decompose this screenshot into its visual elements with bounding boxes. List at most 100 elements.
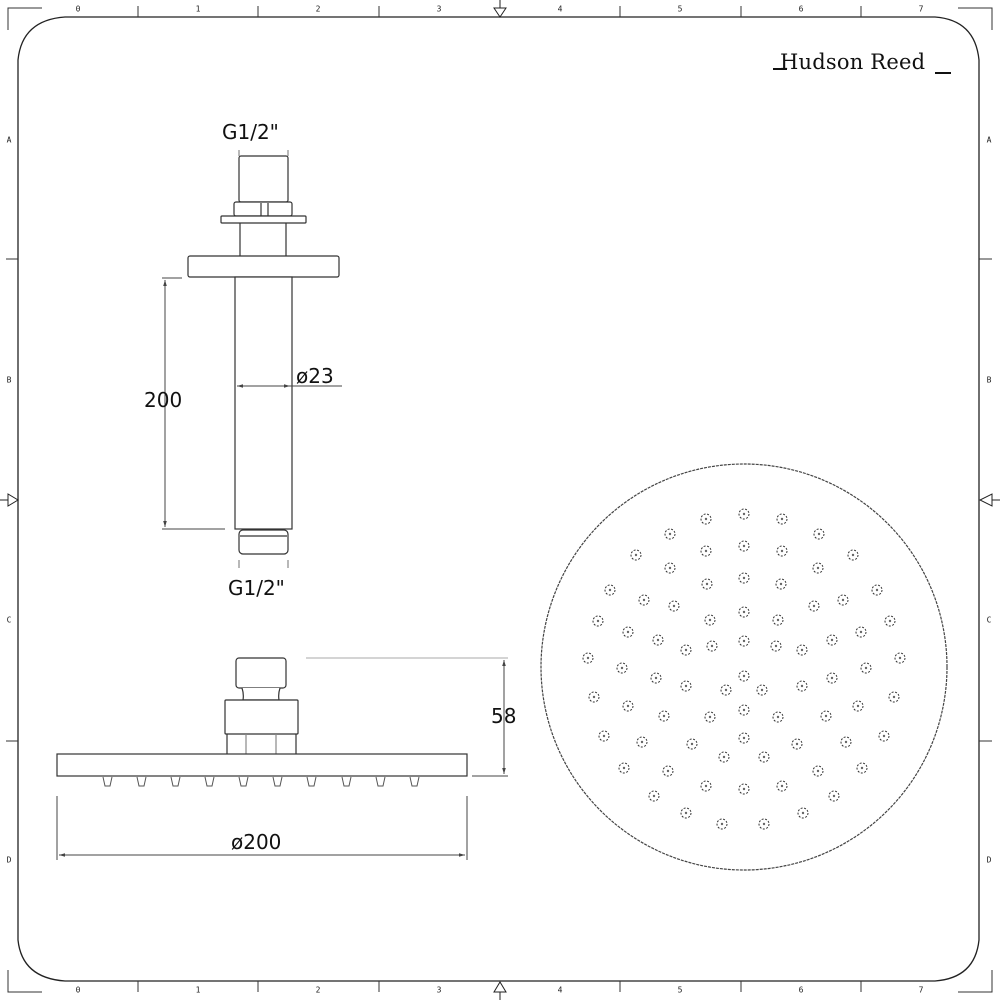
nozzle-icon: [680, 644, 692, 656]
nozzle-icon: [704, 614, 716, 626]
nozzle-icon: [664, 528, 676, 540]
nozzle-icon: [772, 711, 784, 723]
nozzle-icon: [826, 672, 838, 684]
nozzle-icon: [791, 738, 803, 750]
nozzle-icon: [738, 670, 750, 682]
nozzle-icon: [720, 684, 732, 696]
ruler-col-label: 4: [557, 4, 563, 14]
nozzle-icon: [776, 513, 788, 525]
ruler-ticks: [6, 6, 992, 992]
nozzle-icon: [776, 780, 788, 792]
ruler-col-label: 3: [436, 985, 442, 995]
ruler-col-label: 0: [75, 4, 81, 14]
ruler-col-label: 0: [75, 985, 81, 995]
ruler-row-label: B: [986, 375, 992, 385]
nozzle-icon: [820, 710, 832, 722]
nozzle-icon: [758, 751, 770, 763]
nozzle-icon: [680, 807, 692, 819]
nozzle-icon: [812, 765, 824, 777]
shower-arm-view: [187, 150, 340, 568]
nozzle-icon: [650, 672, 662, 684]
nozzle-icon: [812, 562, 824, 574]
nozzle-icon: [658, 710, 670, 722]
ruler-col-label: 2: [315, 4, 321, 14]
nozzle-icon: [828, 790, 840, 802]
nozzle-icon: [668, 600, 680, 612]
arm-dimension-lines: [162, 277, 342, 530]
nozzle-icon: [871, 584, 883, 596]
ruler-col-label: 6: [798, 4, 804, 14]
ruler-col-label: 6: [798, 985, 804, 995]
nozzle-icon: [797, 807, 809, 819]
nozzle-icon: [772, 614, 784, 626]
nozzle-icon: [592, 615, 604, 627]
ruler-col-label: 7: [918, 4, 924, 14]
drawing-border: [17, 16, 980, 982]
brand-logo: Hudson Reed: [780, 50, 925, 74]
nozzle-icon: [701, 578, 713, 590]
ruler-row-label: C: [6, 615, 12, 625]
ruler-row-label: C: [986, 615, 992, 625]
nozzle-icon: [852, 700, 864, 712]
nozzle-icon: [652, 634, 664, 646]
nozzle-icon: [847, 549, 859, 561]
nozzle-icon: [704, 711, 716, 723]
nozzle-icon: [894, 652, 906, 664]
nozzle-icon: [837, 594, 849, 606]
nozzle-icon: [770, 640, 782, 652]
side-view-nozzles: [102, 776, 420, 787]
nozzle-icon: [738, 508, 750, 520]
ruler-col-label: 2: [315, 985, 321, 995]
ruler-col-label: 1: [195, 4, 201, 14]
ruler-row-label: A: [6, 135, 12, 145]
nozzle-icon: [598, 730, 610, 742]
nozzle-grid: [582, 508, 906, 830]
ruler-col-label: 7: [918, 985, 924, 995]
ruler-col-label: 5: [677, 985, 683, 995]
ruler-row-label: B: [6, 375, 12, 385]
nozzle-icon: [686, 738, 698, 750]
nozzle-icon: [664, 562, 676, 574]
nozzle-icon: [856, 762, 868, 774]
nozzle-icon: [738, 540, 750, 552]
nozzle-icon: [718, 751, 730, 763]
nozzle-icon: [776, 545, 788, 557]
nozzle-icon: [638, 594, 650, 606]
nozzle-icon: [706, 640, 718, 652]
arm-length-label: 200: [144, 388, 183, 412]
nozzle-icon: [622, 626, 634, 638]
brand-logo-underline: [773, 68, 787, 70]
nozzle-icon: [796, 680, 808, 692]
ruler-col-label: 5: [677, 4, 683, 14]
brand-name: Hudson Reed: [780, 50, 926, 74]
brand-logo-underline-end: [935, 72, 951, 74]
nozzle-icon: [860, 662, 872, 674]
ruler-col-label: 4: [557, 985, 563, 995]
ruler-row-label: D: [6, 855, 12, 865]
nozzle-icon: [884, 615, 896, 627]
nozzle-icon: [738, 606, 750, 618]
nozzle-icon: [756, 684, 768, 696]
nozzle-icon: [716, 818, 728, 830]
nozzle-icon: [758, 818, 770, 830]
nozzle-icon: [582, 652, 594, 664]
nozzle-icon: [796, 644, 808, 656]
arm-bottom-thread-label: G1/2": [228, 576, 285, 600]
ruler-col-label: 3: [436, 4, 442, 14]
head-diameter-label: ø200: [231, 830, 282, 854]
nozzle-icon: [648, 790, 660, 802]
nozzle-icon: [888, 691, 900, 703]
nozzle-icon: [616, 662, 628, 674]
nozzle-icon: [808, 600, 820, 612]
nozzle-icon: [738, 572, 750, 584]
shower-head-face-view: [540, 463, 948, 871]
nozzle-icon: [813, 528, 825, 540]
nozzle-icon: [622, 700, 634, 712]
corner-brackets: [7, 7, 993, 993]
nozzle-icon: [700, 780, 712, 792]
nozzle-icon: [636, 736, 648, 748]
nozzle-icon: [826, 634, 838, 646]
nozzle-icon: [662, 765, 674, 777]
